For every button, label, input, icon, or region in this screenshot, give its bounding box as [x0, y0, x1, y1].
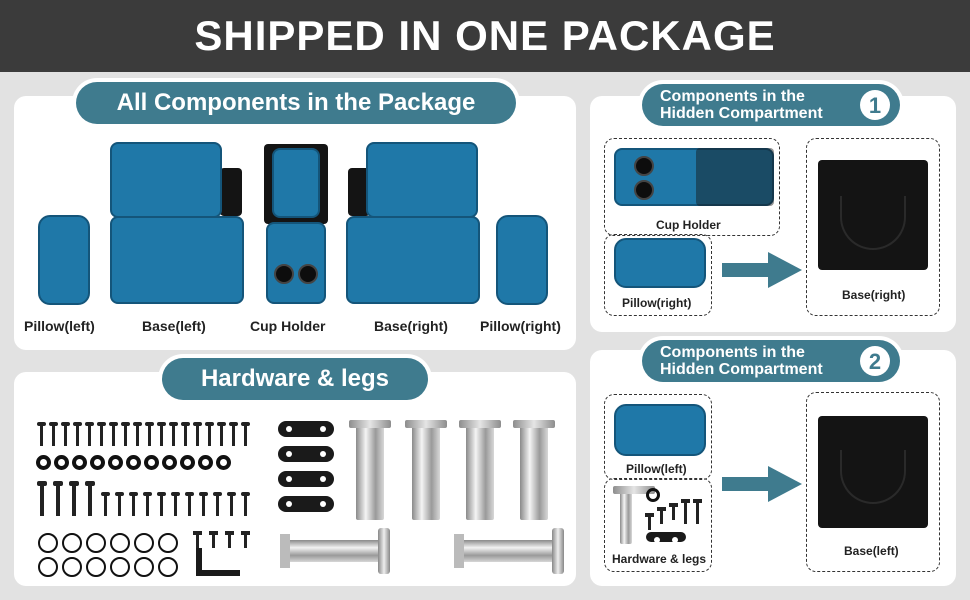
- storage-pocket-icon: [840, 196, 906, 250]
- arrow-right-icon: [722, 466, 802, 502]
- cup-holder-top-image: [272, 148, 320, 218]
- pillow-left-image: [38, 215, 90, 305]
- hidden-2-title-line1: Components in the: [660, 344, 805, 361]
- number-badge: 1: [860, 90, 890, 120]
- label-base-left: Base(left): [142, 318, 206, 334]
- cup-slot-icon: [274, 264, 294, 284]
- storage-pocket-icon: [840, 450, 906, 504]
- base-left-armrest-image: [220, 168, 242, 216]
- hidden-1-cupholder-box: [604, 138, 780, 236]
- base-left-seat-image: [110, 216, 244, 304]
- hidden-2-label-pillow-left: Pillow(left): [626, 462, 687, 476]
- hidden-1-title-line2: Hidden Compartment: [660, 105, 823, 122]
- cup-slot-icon: [634, 156, 654, 176]
- pillow-left-flat-image: [614, 404, 706, 456]
- base-left-back-image: [110, 142, 222, 218]
- cup-holder-flat-trim: [696, 148, 774, 206]
- hardware-bolt-mini: [645, 513, 654, 530]
- hardware-bolt-mini: [669, 503, 678, 520]
- cup-holder-base-image: [266, 222, 326, 304]
- hardware-title: Hardware & legs: [162, 358, 428, 400]
- banner-title: SHIPPED IN ONE PACKAGE: [194, 12, 776, 59]
- cup-slot-icon: [634, 180, 654, 200]
- hidden-2-label-base-left: Base(left): [844, 544, 899, 558]
- hidden-1-pillow-box: [604, 234, 712, 316]
- hidden-1-base-box: [806, 138, 940, 316]
- allen-wrench-icon: [196, 548, 240, 576]
- base-right-back-image: [366, 142, 478, 218]
- hidden-2-title-line2: Hidden Compartment: [660, 361, 823, 378]
- hidden-1-label-pillow-right: Pillow(right): [622, 296, 692, 310]
- arrow-right-icon: [722, 252, 802, 288]
- label-cup-holder: Cup Holder: [250, 318, 326, 334]
- hardware-bolt-mini: [693, 499, 702, 524]
- label-base-right: Base(right): [374, 318, 448, 334]
- pillow-right-image: [496, 215, 548, 305]
- hidden-1-title-line1: Components in the: [660, 88, 805, 105]
- cup-slot-icon: [298, 264, 318, 284]
- base-right-armrest-image: [348, 168, 370, 216]
- pillow-right-flat-image: [614, 238, 706, 288]
- hardware-washer-mini: [646, 488, 660, 502]
- hidden-1-label-cup-holder: Cup Holder: [656, 218, 721, 232]
- hardware-bolt-mini: [657, 507, 666, 524]
- components-title: All Components in the Package: [76, 82, 516, 124]
- hidden-2-label-hardware: Hardware & legs: [612, 552, 707, 566]
- label-pillow-left: Pillow(left): [24, 318, 95, 334]
- hidden-1-label-base-right: Base(right): [842, 288, 906, 302]
- hidden-2-hardware-box: [604, 478, 712, 572]
- base-right-seat-image: [346, 216, 480, 304]
- hardware-plate-mini: [646, 532, 686, 543]
- hardware-bolt-mini: [681, 499, 690, 524]
- number-badge: 2: [860, 346, 890, 376]
- hardware-leg-mini: [613, 486, 655, 544]
- banner: SHIPPED IN ONE PACKAGE: [0, 0, 970, 72]
- hidden-2-base-box: [806, 392, 940, 572]
- hidden-2-pillow-box: [604, 394, 712, 480]
- label-pillow-right: Pillow(right): [480, 318, 561, 334]
